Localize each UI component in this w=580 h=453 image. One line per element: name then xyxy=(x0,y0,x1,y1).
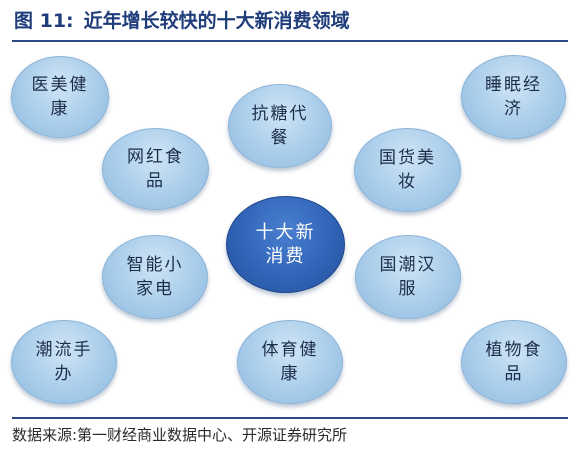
node-trendy-figures: 潮流手办 xyxy=(11,320,117,404)
node-label: 国潮汉服 xyxy=(379,255,437,299)
node-domestic-cosmetics: 国货美妆 xyxy=(354,128,461,212)
node-sports-health: 体育健康 xyxy=(237,320,343,404)
node-anti-sugar-meal: 抗糖代餐 xyxy=(228,84,332,168)
figure-title: 图 11: 近年增长较快的十大新消费领域 xyxy=(14,7,350,35)
node-sleep-economy: 睡眠经济 xyxy=(461,55,566,139)
node-label: 智能小家电 xyxy=(126,255,184,299)
node-label: 医美健康 xyxy=(31,75,89,119)
node-label: 睡眠经济 xyxy=(485,75,542,119)
node-label: 植物食品 xyxy=(485,340,543,384)
node-label: 体育健康 xyxy=(261,340,319,384)
node-smart-small-appliance: 智能小家电 xyxy=(102,235,208,319)
node-label: 网红食品 xyxy=(127,147,184,191)
data-source-note: 数据来源:第一财经商业数据中心、开源证券研究所 xyxy=(12,426,348,444)
title-divider xyxy=(12,40,568,42)
node-influencer-food: 网红食品 xyxy=(102,128,209,210)
source-divider xyxy=(12,417,568,419)
node-medical-beauty: 医美健康 xyxy=(11,56,109,138)
node-national-trend-hanfu: 国潮汉服 xyxy=(355,235,461,319)
node-label: 国货美妆 xyxy=(379,148,436,192)
figure-number: 图 11: xyxy=(14,10,74,32)
center-node-label: 十大新消费 xyxy=(255,221,316,267)
center-node-ten-new-consumption: 十大新消费 xyxy=(226,196,345,293)
node-plant-based-food: 植物食品 xyxy=(461,320,567,404)
figure-title-text: 近年增长较快的十大新消费领域 xyxy=(83,10,350,32)
node-label: 抗糖代餐 xyxy=(251,104,309,148)
node-label: 潮流手办 xyxy=(35,340,93,384)
